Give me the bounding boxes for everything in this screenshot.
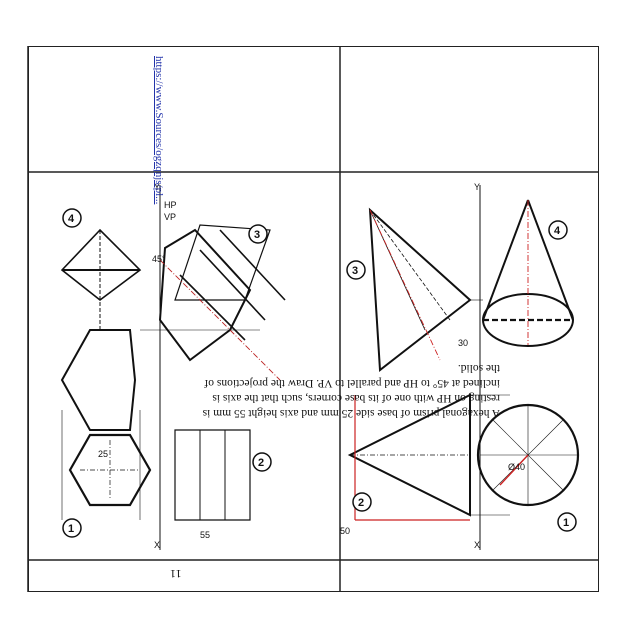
label-vp: VP <box>164 212 176 222</box>
angle-30: 30 <box>458 338 468 348</box>
label-x-2: X <box>474 540 480 550</box>
label-circle-3: 3 <box>254 229 260 241</box>
dim-25: 25 <box>98 449 108 459</box>
label-y-2: Y <box>474 182 480 192</box>
label-circle-2: 2 <box>258 457 264 469</box>
source-link[interactable]: https://www.Sources/ogzqnjs/pl... <box>153 56 165 205</box>
label-circle-3b: 3 <box>352 265 358 277</box>
label-circle-4b: 4 <box>554 225 561 237</box>
label-x: X <box>154 540 160 550</box>
label-y: Y <box>154 182 160 192</box>
dim-55: 55 <box>200 530 210 540</box>
page-number: 11 <box>170 567 182 581</box>
angle-45: 45° <box>152 254 166 264</box>
problem-statement: A hexagonal prism of base side 25 mm and… <box>202 362 500 419</box>
label-circle-1: 1 <box>68 523 74 535</box>
diam-40: Ø40 <box>508 462 525 472</box>
label-circle-4: 4 <box>68 213 75 225</box>
hex-prism-drawing <box>60 185 286 550</box>
dim-50: 50 <box>340 526 350 536</box>
label-circle-1b: 1 <box>563 517 569 529</box>
label-circle-2b: 2 <box>358 497 364 509</box>
frame-lines <box>27 46 599 592</box>
callout-circles <box>62 208 577 538</box>
label-hp: HP <box>164 200 177 210</box>
